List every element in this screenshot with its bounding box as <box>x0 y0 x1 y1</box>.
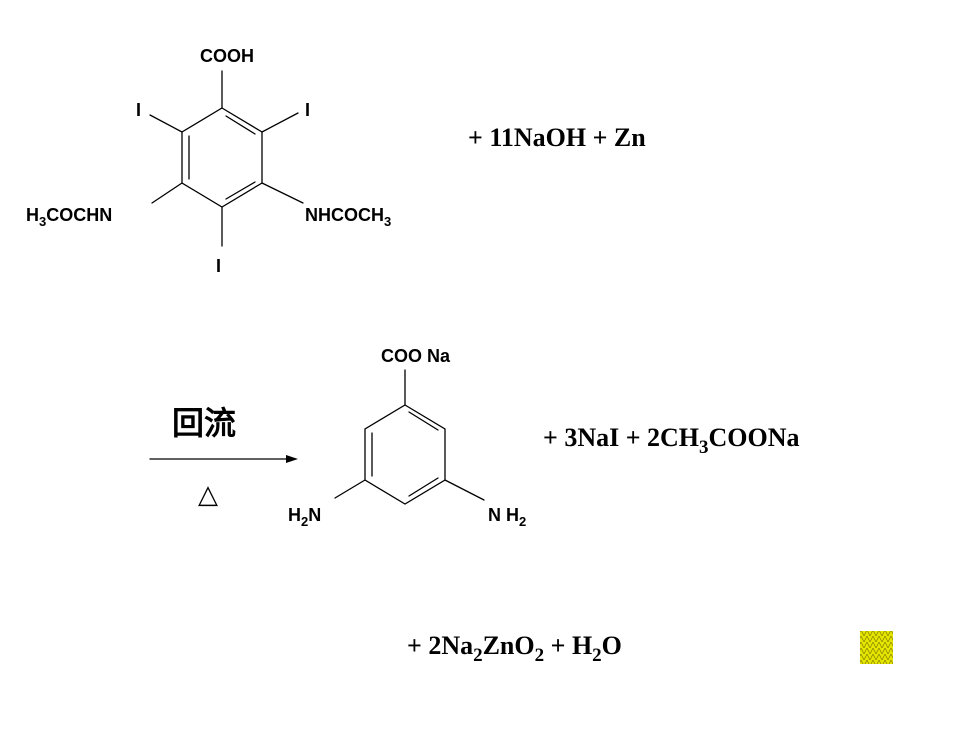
acetamido-label-right: NHCOCH3 <box>305 205 391 229</box>
product-structure: COO Na H2N N H2 <box>288 346 526 529</box>
iodine-label-bottom: I <box>216 256 221 276</box>
reactant-structure: COOH I I I H3COCHN NHCOCH3 <box>26 46 391 276</box>
reactant-substituent-bonds <box>149 70 304 247</box>
reflux-condition: 回流 <box>172 404 236 442</box>
amino-label-right: N H2 <box>488 505 526 529</box>
amino-label-left: H2N <box>288 505 321 529</box>
product-substituent-bonds <box>334 369 485 501</box>
reagents-line-1: + 11NaOH + Zn <box>468 123 646 152</box>
cooh-label: COOH <box>200 46 254 66</box>
coona-label: COO Na <box>381 346 451 366</box>
reaction-arrow <box>149 455 298 463</box>
heat-symbol: △ <box>198 480 218 510</box>
byproducts-line-1: + 3NaI + 2CH3COONa <box>543 423 800 458</box>
iodine-label-right: I <box>305 100 310 120</box>
acetamido-label-left: H3COCHN <box>26 205 112 229</box>
reactant-ring <box>181 107 263 208</box>
texture-square-icon <box>860 631 893 664</box>
product-ring <box>364 404 446 505</box>
byproducts-line-2: + 2Na2ZnO2 + H2O <box>407 631 622 666</box>
iodine-label-left: I <box>136 100 141 120</box>
